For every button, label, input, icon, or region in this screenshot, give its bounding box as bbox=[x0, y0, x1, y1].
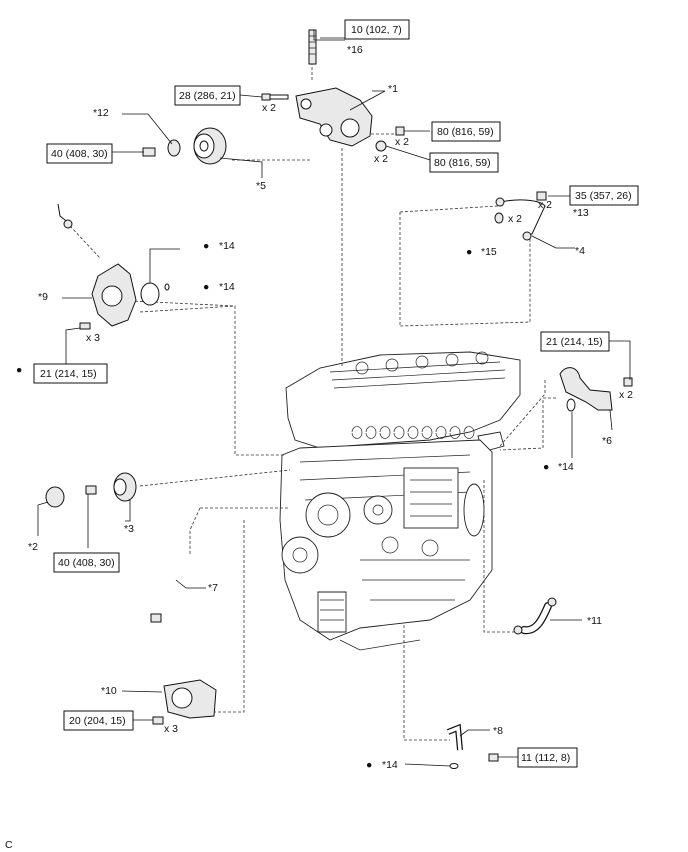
bolt-3 bbox=[85, 485, 97, 495]
torque-spec-12: 40 (408, 30) bbox=[46, 143, 113, 164]
stud-bolt-16 bbox=[308, 29, 317, 65]
bullet-14b: ● bbox=[203, 281, 209, 293]
cap-12 bbox=[167, 139, 181, 157]
torque-spec-10: 20 (204, 15) bbox=[63, 710, 134, 731]
callout-14c: *14 bbox=[558, 461, 574, 473]
torque-text-8: 11 (112, 8) bbox=[521, 752, 570, 764]
cap-2 bbox=[45, 486, 65, 508]
torque-text-16: 10 (102, 7) bbox=[351, 24, 402, 36]
bolt-1a bbox=[261, 93, 289, 101]
torque-spec-1a: 80 (816, 59) bbox=[431, 121, 501, 142]
torque-spec-9: 21 (214, 15) bbox=[33, 363, 108, 384]
bolt-6 bbox=[623, 377, 633, 387]
callout-15: *15 bbox=[481, 246, 497, 258]
callout-14a: *14 bbox=[219, 240, 235, 252]
callout-2: *2 bbox=[28, 541, 38, 553]
bolt-12 bbox=[142, 147, 156, 157]
assembly-dashed-lines bbox=[109, 62, 556, 741]
fitting-8 bbox=[446, 723, 463, 751]
torque-text-1b: 80 (816, 59) bbox=[434, 157, 491, 169]
callout-7: *7 bbox=[208, 582, 218, 594]
callout-14d: *14 bbox=[382, 759, 398, 771]
bolt-13 bbox=[536, 191, 547, 201]
torque-text-12: 40 (408, 30) bbox=[51, 148, 108, 160]
outlet-6 bbox=[559, 367, 613, 411]
o-ring-8 bbox=[449, 763, 459, 769]
bracket-1 bbox=[295, 87, 373, 147]
bullet-14d: ● bbox=[366, 759, 372, 771]
bullet-markers: ● ● ● ● ● ● bbox=[16, 240, 549, 771]
pipe-4 bbox=[495, 197, 546, 241]
gasket-6 bbox=[566, 398, 576, 412]
torque-spec-1b: 80 (816, 59) bbox=[429, 152, 499, 173]
callout-3: *3 bbox=[124, 523, 134, 535]
bullet-9: ● bbox=[16, 364, 22, 376]
torque-text-1: 28 (286, 21) bbox=[179, 90, 236, 102]
callout-labels: *16 *1 *12 *5 *13 *4 *15 *14 *14 *9 *6 *… bbox=[28, 44, 612, 771]
qty-10: x 3 bbox=[164, 723, 178, 735]
callout-8: *8 bbox=[493, 725, 503, 737]
callout-12: *12 bbox=[93, 107, 109, 119]
callout-13: *13 bbox=[573, 207, 589, 219]
callout-16: *16 bbox=[347, 44, 363, 56]
hose-11 bbox=[513, 597, 557, 635]
engine-assembly bbox=[279, 351, 521, 651]
bullet-14a: ● bbox=[203, 240, 209, 252]
torque-text-10: 20 (204, 15) bbox=[69, 715, 126, 727]
qty-13: x 2 bbox=[538, 199, 552, 211]
bullet-15: ● bbox=[466, 246, 472, 258]
qty-6: x 2 bbox=[619, 389, 633, 401]
bolt-10 bbox=[152, 716, 164, 725]
callout-1: *1 bbox=[388, 83, 398, 95]
torque-text-3: 40 (408, 30) bbox=[58, 557, 115, 569]
pulley-5 bbox=[193, 127, 227, 165]
torque-text-1a: 80 (816, 59) bbox=[437, 126, 494, 138]
bolt-1b bbox=[395, 126, 405, 136]
idler-pulley-3 bbox=[113, 472, 137, 502]
tensioner-10 bbox=[163, 679, 217, 719]
qty-1b: x 2 bbox=[395, 136, 409, 148]
bolt-9 bbox=[79, 322, 91, 330]
qty-1a: x 2 bbox=[262, 102, 276, 114]
torque-text-6: 21 (214, 15) bbox=[546, 336, 603, 348]
callout-11: *11 bbox=[587, 615, 602, 627]
leader-lines bbox=[37, 30, 631, 767]
vacuum-pump-9 bbox=[57, 203, 137, 327]
callout-14b: *14 bbox=[219, 281, 235, 293]
o-ring-14-small bbox=[164, 283, 170, 291]
torque-spec-1: 28 (286, 21) bbox=[174, 85, 241, 106]
qty-15: x 2 bbox=[508, 213, 522, 225]
torque-text-9: 21 (214, 15) bbox=[40, 368, 97, 380]
bullet-14c: ● bbox=[543, 461, 549, 473]
quantity-labels: x 2 x 2 x 2 x 2 x 2 x 3 x 2 x 3 bbox=[86, 102, 633, 735]
o-ring-14-large bbox=[140, 282, 160, 306]
nut-1c bbox=[375, 140, 387, 152]
callout-5: *5 bbox=[256, 180, 266, 192]
hose-7 bbox=[150, 557, 191, 623]
torque-text-13: 35 (357, 26) bbox=[575, 190, 632, 202]
bolt-8 bbox=[488, 753, 499, 762]
torque-spec-3: 40 (408, 30) bbox=[53, 552, 120, 573]
torque-spec-16: 10 (102, 7) bbox=[344, 19, 410, 40]
torque-spec-8: 11 (112, 8) bbox=[517, 747, 578, 768]
torque-spec-6: 21 (214, 15) bbox=[540, 331, 610, 352]
gasket-15 bbox=[494, 212, 504, 224]
callout-6: *6 bbox=[602, 435, 612, 447]
callout-10: *10 bbox=[101, 685, 117, 697]
callout-4: *4 bbox=[575, 245, 585, 257]
qty-9: x 3 bbox=[86, 332, 100, 344]
torque-spec-13: 35 (357, 26) bbox=[569, 185, 639, 206]
corner-code: C bbox=[5, 839, 13, 851]
callout-9: *9 bbox=[38, 291, 48, 303]
qty-1c: x 2 bbox=[374, 153, 388, 165]
